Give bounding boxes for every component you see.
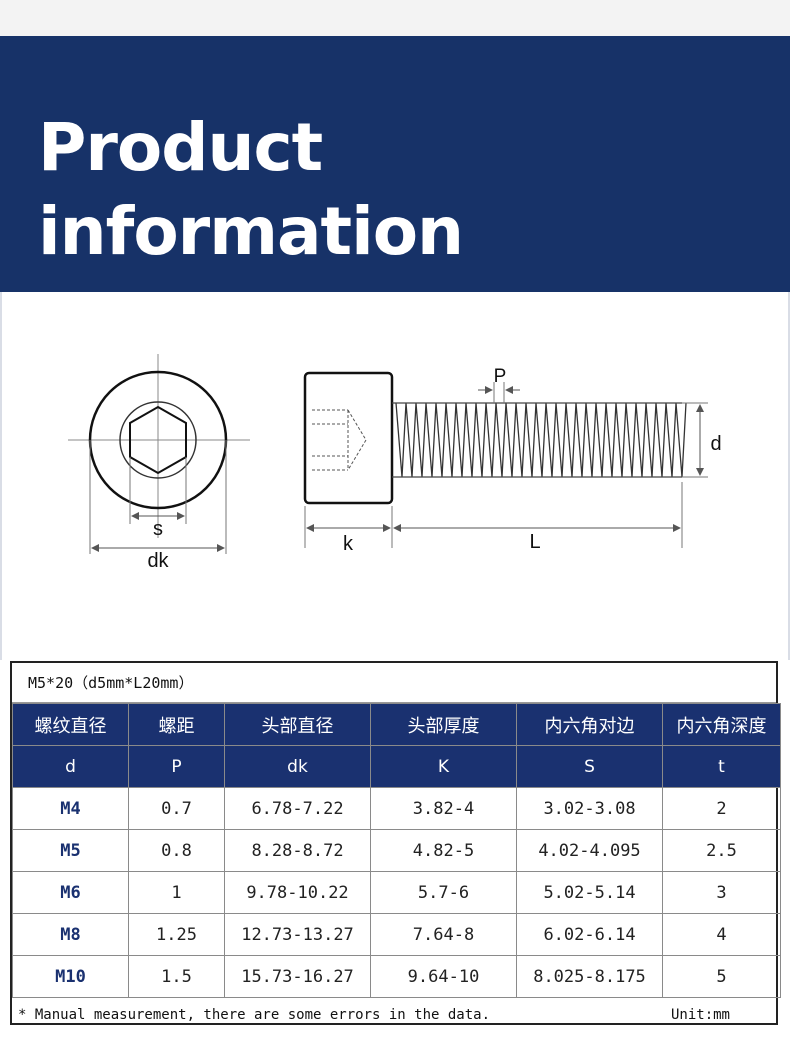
table-cell: 2 <box>662 787 781 830</box>
table-cell: 4.82-5 <box>370 829 517 872</box>
label-d: d <box>710 433 721 455</box>
table-cell: 5.02-5.14 <box>516 871 663 914</box>
header-row-symbols: d P dk K S t <box>12 745 781 788</box>
unit-label: Unit:mm <box>670 1007 730 1023</box>
table-row: M6 1 9.78-10.22 5.7-6 5.02-5.14 3 <box>12 871 781 914</box>
label-dk: dk <box>147 550 169 572</box>
screw-diagram: s dk P d <box>0 292 790 660</box>
table-cell: M10 <box>12 955 129 998</box>
col-symbol: d <box>12 745 129 788</box>
page-title: Product information <box>38 106 464 274</box>
table-cell: M6 <box>12 871 129 914</box>
label-l: L <box>529 531 540 553</box>
table-row: M10 1.5 15.73-16.27 9.64-10 8.025-8.175 … <box>12 955 781 998</box>
table-cell: 3.82-4 <box>370 787 517 830</box>
table-cell: 8.025-8.175 <box>516 955 663 998</box>
col-header: 内六角深度 <box>662 703 781 746</box>
col-header: 头部厚度 <box>370 703 517 746</box>
top-strip <box>0 0 790 36</box>
footer-note: * Manual measurement, there are some err… <box>12 998 776 1032</box>
table-cell: 9.78-10.22 <box>224 871 371 914</box>
table-cell: 4 <box>662 913 781 956</box>
table-cell: 1.25 <box>128 913 225 956</box>
title-line-1: Product <box>38 109 323 186</box>
table-cell: 2.5 <box>662 829 781 872</box>
spec-table: 螺纹直径 螺距 头部直径 头部厚度 内六角对边 内六角深度 d P dk K S… <box>12 703 781 998</box>
table-cell: 9.64-10 <box>370 955 517 998</box>
table-cell: M5 <box>12 829 129 872</box>
table-cell: 12.73-13.27 <box>224 913 371 956</box>
col-symbol: S <box>516 745 663 788</box>
table-cell: 5 <box>662 955 781 998</box>
measurement-note: * Manual measurement, there are some err… <box>18 1007 491 1023</box>
label-k: k <box>343 533 354 555</box>
table-cell: 15.73-16.27 <box>224 955 371 998</box>
diagram-svg: s dk P d <box>68 354 722 572</box>
spec-table-panel: M5*20（d5mm*L20mm） 螺纹直径 螺距 头部直径 头部厚度 内六角对… <box>10 661 781 1025</box>
table-cell: 6.78-7.22 <box>224 787 371 830</box>
col-symbol: K <box>370 745 517 788</box>
table-cell: 1 <box>128 871 225 914</box>
thread-lines <box>395 402 687 478</box>
header-banner: Product information <box>0 36 790 292</box>
table-cell: 1.5 <box>128 955 225 998</box>
table-cell: 7.64-8 <box>370 913 517 956</box>
table-cell: 0.7 <box>128 787 225 830</box>
table-row: M4 0.7 6.78-7.22 3.82-4 3.02-3.08 2 <box>12 787 781 830</box>
table-cell: 4.02-4.095 <box>516 829 663 872</box>
col-symbol: t <box>662 745 781 788</box>
table-row: M5 0.8 8.28-8.72 4.82-5 4.02-4.095 2.5 <box>12 829 781 872</box>
table-cell: 8.28-8.72 <box>224 829 371 872</box>
size-caption: M5*20（d5mm*L20mm） <box>12 663 776 703</box>
label-p: P <box>494 366 507 387</box>
table-cell: 3 <box>662 871 781 914</box>
col-symbol: P <box>128 745 225 788</box>
col-header: 内六角对边 <box>516 703 663 746</box>
table-cell: 0.8 <box>128 829 225 872</box>
header-row-cn: 螺纹直径 螺距 头部直径 头部厚度 内六角对边 内六角深度 <box>12 703 781 746</box>
table-cell: 6.02-6.14 <box>516 913 663 956</box>
col-header: 头部直径 <box>224 703 371 746</box>
screw-side-view: P d k L <box>303 366 722 555</box>
table-cell: 5.7-6 <box>370 871 517 914</box>
table-cell: M8 <box>12 913 129 956</box>
col-header: 螺纹直径 <box>12 703 129 746</box>
head-top-view: s dk <box>68 354 250 572</box>
label-s: s <box>153 518 163 540</box>
table-cell: 3.02-3.08 <box>516 787 663 830</box>
table-row: M8 1.25 12.73-13.27 7.64-8 6.02-6.14 4 <box>12 913 781 956</box>
col-header: 螺距 <box>128 703 225 746</box>
col-symbol: dk <box>224 745 371 788</box>
title-line-2: information <box>38 193 464 270</box>
table-cell: M4 <box>12 787 129 830</box>
